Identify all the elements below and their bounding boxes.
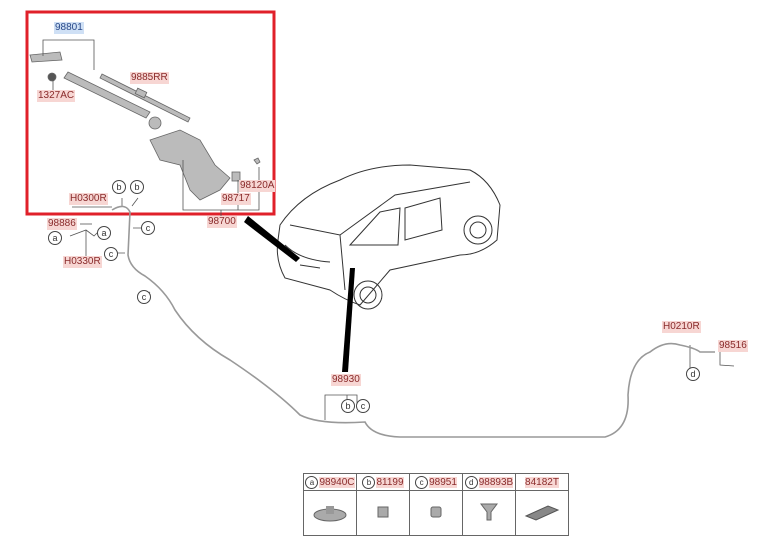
- highlight-box: [25, 10, 276, 216]
- wiper-arm-drawing: [29, 51, 261, 201]
- grommet-part-image: [462, 490, 516, 536]
- pad-part-image: [515, 490, 569, 536]
- part-label-9885RR[interactable]: 9885RR: [130, 72, 169, 84]
- callout-c: c: [137, 290, 151, 304]
- callout-a: a: [48, 231, 62, 245]
- part-label-H0330R[interactable]: H0330R: [63, 256, 102, 268]
- callout-d: d: [686, 367, 700, 381]
- part-label-1327AC[interactable]: 1327AC: [37, 90, 76, 102]
- pointer-arrow-2: [342, 268, 355, 372]
- callout-c: c: [104, 247, 118, 261]
- washer-hose: [111, 205, 715, 438]
- callout-c: c: [141, 221, 155, 235]
- pointer-arrow-1: [244, 216, 300, 262]
- callout-b: b: [130, 180, 144, 194]
- callout-a: a: [97, 226, 111, 240]
- legend-header-84182T[interactable]: 84182T: [515, 473, 569, 491]
- part-label-H0300R[interactable]: H0300R: [69, 193, 108, 205]
- vehicle-drawing: [276, 164, 501, 310]
- washer-part-image: [303, 490, 357, 536]
- callout-b: b: [112, 180, 126, 194]
- part-label-98801[interactable]: 98801: [54, 22, 84, 34]
- part-label-H0210R[interactable]: H0210R: [662, 321, 701, 333]
- callout-c: c: [356, 399, 370, 413]
- part-label-98516[interactable]: 98516: [718, 340, 748, 352]
- part-label-98930[interactable]: 98930: [331, 374, 361, 386]
- part-label-98120A[interactable]: 98120A: [239, 180, 276, 192]
- callout-b: b: [341, 399, 355, 413]
- clip-part-image: [356, 490, 410, 536]
- part-label-98700[interactable]: 98700: [207, 216, 237, 228]
- clip-part-image: [409, 490, 463, 536]
- part-label-98886[interactable]: 98886: [47, 218, 77, 230]
- part-label-98717[interactable]: 98717: [221, 193, 251, 205]
